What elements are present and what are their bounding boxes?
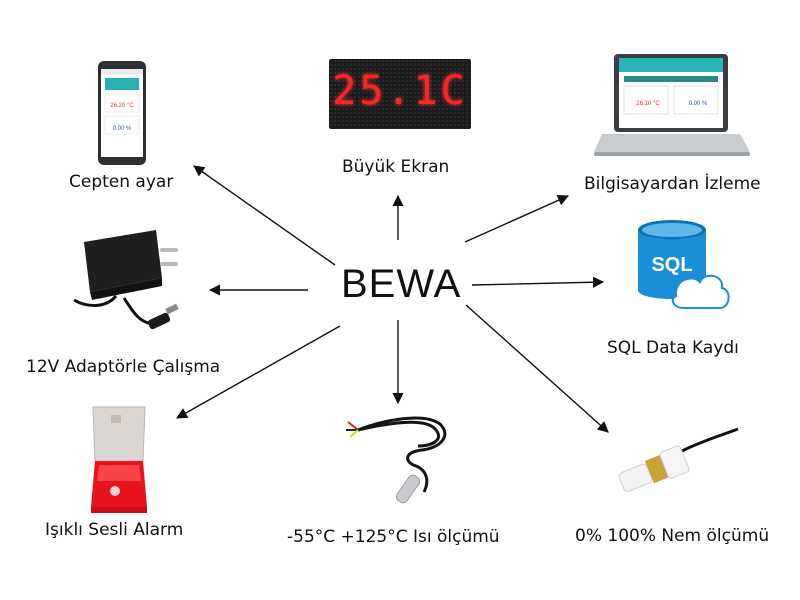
adapter-label: 12V Adaptörle Çalışma [26, 357, 221, 377]
laptop-temp-reading: 26.10 °C [636, 101, 660, 107]
humidity-probe-icon [618, 427, 739, 492]
alarm-label: Işıklı Sesli Alarm [45, 520, 184, 540]
led-display-value: 25.1C [332, 68, 468, 114]
sql-icon-text: SQL [651, 254, 693, 276]
sql-label: SQL Data Kaydı [607, 338, 739, 358]
power-adapter-icon [73, 230, 179, 330]
phone-label: Cepten ayar [69, 172, 174, 192]
arrow-to-alarm [176, 325, 341, 419]
temp-sensor-label: -55°C +125°C Isı ölçümü [287, 527, 500, 547]
temperature-probe-icon [346, 416, 447, 504]
laptop-humidity-reading: 0.00 % [688, 101, 708, 107]
sql-database-icon [638, 220, 730, 309]
center-label: BEWA [341, 262, 462, 306]
phone-humidity-reading: 0.00 % [112, 126, 132, 132]
phone-temp-reading: 26.20 °C [110, 103, 134, 109]
arrow-to-sql [471, 276, 605, 288]
smartphone-icon [98, 61, 146, 165]
led-display-label: Büyük Ekran [342, 157, 450, 177]
laptop-label: Bilgisayardan İzleme [584, 174, 761, 194]
led-display-icon: 25.1C [329, 59, 471, 129]
siren-alarm-icon [91, 406, 147, 513]
laptop-icon [594, 54, 750, 156]
humidity-sensor-label: 0% 100% Nem ölçümü [575, 526, 770, 546]
arrow-to-laptop [464, 194, 570, 243]
arrow-to-humidity-sensor [465, 304, 609, 433]
arrow-to-phone [193, 165, 336, 266]
